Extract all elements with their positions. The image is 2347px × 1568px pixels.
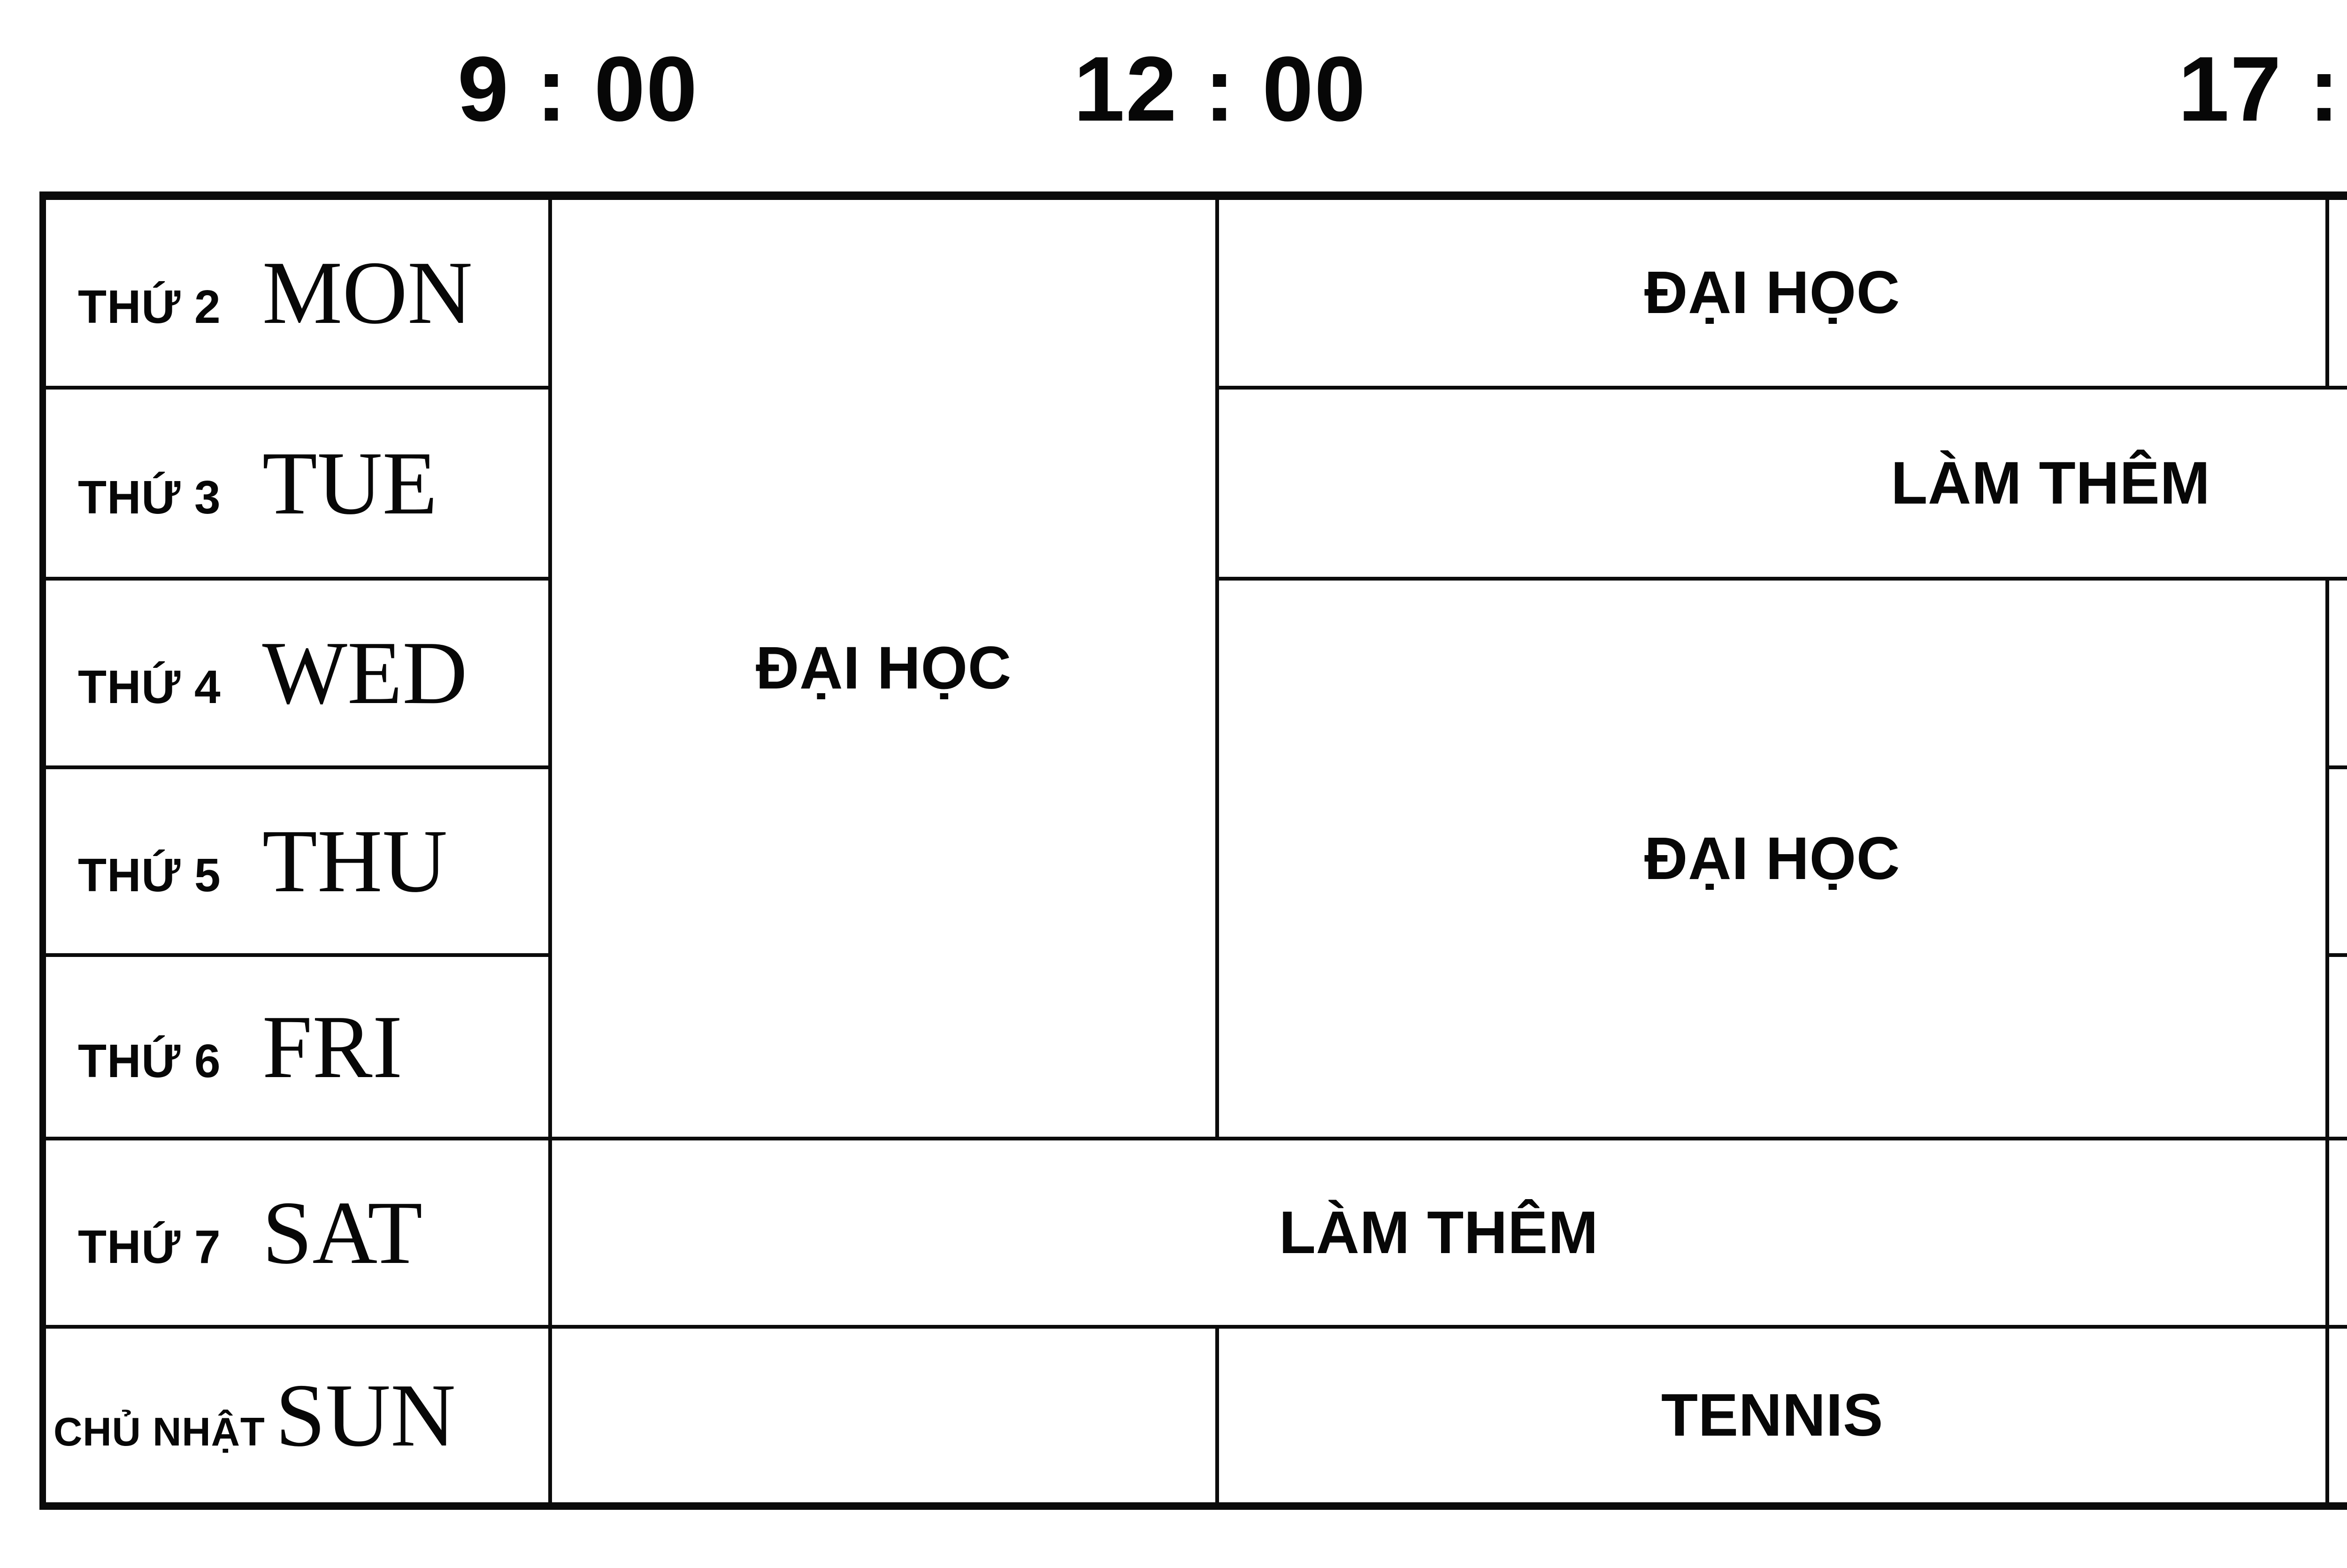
event-label: ĐẠI HỌC xyxy=(1644,259,1900,327)
day-prefix-vi: THỨ 2 xyxy=(78,281,221,333)
day-abbr-en: MON xyxy=(262,243,473,343)
event-cell-university-mon-afternoon: ĐẠI HỌC xyxy=(1219,200,2325,386)
event-cell-parttime-tue: LÀM THÊM xyxy=(1219,390,2347,577)
event-cell-university-wed-fri-afternoon: ĐẠI HỌC xyxy=(1219,581,2325,1137)
day-cell-wed: THỨ 4 WED xyxy=(46,581,548,765)
empty-cell-wed-evening xyxy=(2329,581,2347,765)
day-abbr-en: SAT xyxy=(262,1182,423,1283)
day-label: THỨ 6 FRI xyxy=(78,1002,402,1092)
day-abbr-en: THU xyxy=(262,811,448,911)
event-label: LÀM THÊM xyxy=(1891,449,2210,517)
day-cell-sun: CHỦ NHẬT SUN xyxy=(46,1329,548,1502)
day-cell-tue: THỨ 3 TUE xyxy=(46,390,548,577)
event-cell-parttime-sat: LÀM THÊM xyxy=(552,1140,2325,1325)
event-cell-university-morning-mon-fri: ĐẠI HỌC xyxy=(552,200,1215,1137)
day-cell-sat: THỨ 7 SAT xyxy=(46,1140,548,1325)
empty-cell-sat-evening xyxy=(2329,1140,2347,1325)
time-label-12-00: 12 : 00 xyxy=(1074,38,1366,140)
day-label: THỨ 7 SAT xyxy=(78,1182,423,1283)
empty-cell-thu-evening xyxy=(2329,769,2347,953)
time-axis: 9 : 00 12 : 00 17 : 00 21 : 00 xyxy=(0,0,2347,191)
weekly-schedule-table: THỨ 2 MON THỨ 3 TUE THỨ 4 WED THỨ 5 THU xyxy=(39,191,2347,1510)
day-abbr-en: WED xyxy=(262,623,468,723)
event-label: LÀM THÊM xyxy=(1279,1199,1599,1266)
event-label: ĐẠI HỌC xyxy=(1644,825,1900,892)
day-cell-mon: THỨ 2 MON xyxy=(46,200,548,386)
day-label: THỨ 2 MON xyxy=(78,248,473,338)
day-label: CHỦ NHẬT SUN xyxy=(54,1370,456,1461)
empty-cell-sun-morning xyxy=(552,1329,1215,1502)
day-prefix-vi: THỨ 7 xyxy=(78,1220,221,1273)
day-label: THỨ 3 TUE xyxy=(78,438,437,528)
day-label: THỨ 5 THU xyxy=(78,816,447,906)
day-cell-thu: THỨ 5 THU xyxy=(46,769,548,953)
event-cell-club-activity-fri-evening: HOẠT ĐỘNG CLB xyxy=(2329,957,2347,1137)
day-prefix-vi: THỨ 6 xyxy=(78,1034,221,1087)
event-cell-club-activity-mon-evening: HOẠT ĐỘNG CLB xyxy=(2329,200,2347,386)
day-abbr-en: FRI xyxy=(262,996,403,1097)
day-prefix-vi: THỨ 4 xyxy=(78,661,221,713)
day-prefix-vi: THỨ 5 xyxy=(78,849,221,902)
time-label-9-00: 9 : 00 xyxy=(457,38,698,140)
event-cell-tennis-sun-afternoon: TENNIS xyxy=(1219,1329,2325,1502)
day-cell-fri: THỨ 6 FRI xyxy=(46,957,548,1137)
day-label: THỨ 4 WED xyxy=(78,628,468,718)
empty-cell-sun-evening xyxy=(2329,1329,2347,1502)
time-label-17-00: 17 : 00 xyxy=(2178,38,2347,140)
day-abbr-en: SUN xyxy=(275,1365,456,1465)
event-label: TENNIS xyxy=(1661,1382,1884,1449)
event-label: ĐẠI HỌC xyxy=(756,635,1012,702)
day-prefix-vi: CHỦ NHẬT xyxy=(54,1410,265,1454)
day-abbr-en: TUE xyxy=(262,433,437,533)
day-prefix-vi: THỨ 3 xyxy=(78,471,221,524)
